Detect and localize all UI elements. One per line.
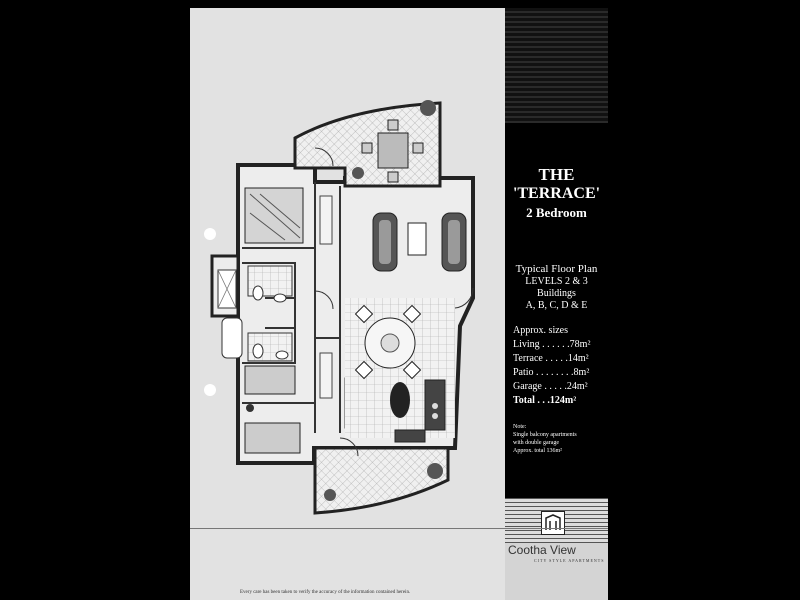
bathtub (221, 317, 243, 359)
plant-icon (420, 100, 436, 116)
title-line-2: 'TERRACE' (512, 185, 601, 202)
binder-hole (204, 384, 216, 396)
note-line: Single balcony apartments (513, 432, 577, 438)
lamp-icon (246, 404, 254, 412)
divider (190, 528, 608, 529)
title-line-1: THE (538, 165, 575, 184)
disclaimer: Every care has been taken to verify the … (240, 590, 411, 595)
note-heading: Note: (513, 424, 527, 430)
floor-plan (210, 100, 475, 515)
bed-3 (244, 422, 301, 454)
door-swings (314, 147, 474, 457)
plant-icon (352, 167, 364, 179)
lounge-setting (372, 212, 467, 272)
dining-setting (354, 304, 422, 380)
bed-1-quilt (249, 193, 301, 241)
toilet-icon (252, 285, 264, 301)
logo-icon (541, 511, 565, 535)
info-panel: THE 'TERRACE' 2 Bedroom Typical Floor Pl… (505, 123, 608, 498)
note-line: Approx. total 136m² (513, 448, 562, 454)
note-line: with double garage (513, 440, 559, 446)
plant-icon (324, 489, 336, 501)
plan-heading: Typical Floor Plan (515, 263, 598, 275)
basin-icon (273, 293, 287, 303)
levels-text: LEVELS 2 & 3 (525, 276, 588, 287)
size-patio: Patio . . . . . . . .8m² (513, 367, 590, 378)
title-line-3: 2 Bedroom (526, 205, 587, 220)
bed-2 (244, 365, 296, 395)
buildings-list: A, B, C, D & E (525, 300, 588, 311)
note-block: Note: Single balcony apartments with dou… (513, 423, 603, 455)
toilet-icon (252, 343, 264, 359)
brand-tagline: CITY STYLE APARTMENTS (534, 558, 605, 563)
sizes-heading: Approx. sizes (513, 325, 568, 336)
buildings-label: Buildings (537, 288, 576, 299)
dark-header-band (505, 8, 608, 123)
size-living: Living . . . . . .78m² (513, 339, 591, 350)
size-terrace: Terrace . . . . .14m² (513, 353, 589, 364)
kitchen (390, 379, 446, 443)
basin-icon (275, 350, 289, 360)
brand-name: Cootha View (508, 543, 576, 557)
wardrobe (319, 352, 333, 399)
wardrobe (319, 195, 333, 245)
patio (313, 446, 450, 515)
info-sidebar: THE 'TERRACE' 2 Bedroom Typical Floor Pl… (505, 8, 608, 600)
plant-icon (427, 463, 443, 479)
outdoor-table-setting (361, 119, 424, 183)
size-total: Total . . .124m² (513, 395, 577, 406)
binder-hole (204, 228, 216, 240)
interior-walls (242, 182, 341, 433)
brochure-page: THE 'TERRACE' 2 Bedroom Typical Floor Pl… (190, 8, 608, 600)
size-garage: Garage . . . . .24m² (513, 381, 588, 392)
